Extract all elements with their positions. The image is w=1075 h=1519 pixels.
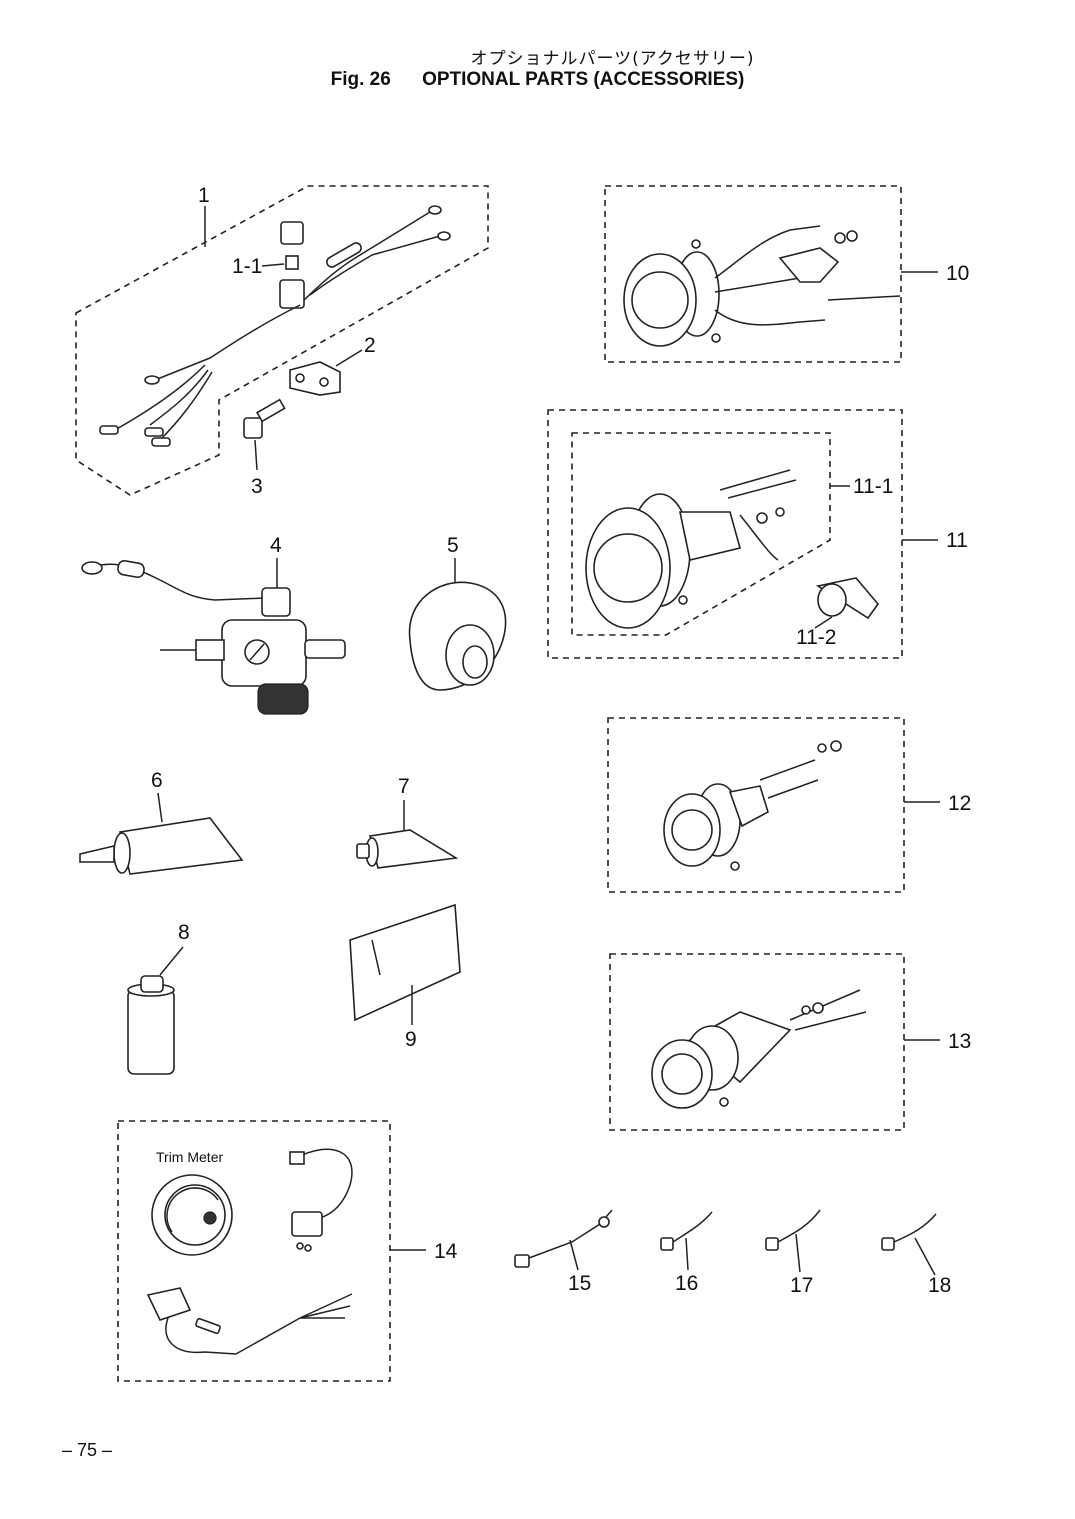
figure-title: OPTIONAL PARTS (ACCESSORIES) bbox=[422, 69, 745, 90]
callout-11-2: 11-2 bbox=[796, 626, 836, 649]
callout-13-label: 13 bbox=[948, 1030, 971, 1053]
callout-15: 15 bbox=[568, 1272, 591, 1295]
part-14-outline bbox=[117, 1120, 391, 1382]
part-13-group: 13 bbox=[609, 953, 971, 1131]
callout-14-label: 14 bbox=[434, 1240, 458, 1263]
page-number: – 75 – bbox=[62, 1440, 113, 1460]
trim-meter-label: Trim Meter bbox=[156, 1149, 223, 1165]
part-12-outline bbox=[607, 717, 905, 893]
title-english-line: Fig. 26 OPTIONAL PARTS (ACCESSORIES) bbox=[0, 69, 1075, 91]
part-4-remote-control: 4 bbox=[81, 534, 346, 715]
callout-7: 7 bbox=[398, 775, 410, 798]
callout-9: 9 bbox=[405, 1028, 417, 1051]
callout-1: 1 bbox=[198, 184, 210, 207]
part-10-outline bbox=[604, 185, 902, 363]
part-16-lead: 16 bbox=[660, 1211, 713, 1295]
part-1-1-fuse bbox=[285, 255, 299, 270]
part-13-outline bbox=[609, 953, 905, 1131]
part-11-group: 11 11-1 11-2 bbox=[547, 409, 968, 659]
callout-2-label: 2 bbox=[364, 334, 376, 357]
part-9-bag: 9 bbox=[349, 903, 461, 1051]
callout-8: 8 bbox=[178, 921, 190, 944]
figure-title-block: オプショナルパーツ(アクセサリー) Fig. 26 OPTIONAL PARTS… bbox=[0, 44, 1075, 91]
callout-6: 6 bbox=[151, 769, 163, 792]
figure-number: Fig. 26 bbox=[330, 69, 391, 90]
callout-11: 11 bbox=[946, 529, 968, 552]
callout-17: 17 bbox=[790, 1274, 813, 1297]
part-5-cover: 5 bbox=[408, 534, 507, 691]
part-3-bolt: 3 bbox=[243, 398, 286, 498]
part-11-2-switch bbox=[817, 583, 847, 617]
part-7-tube: 7 bbox=[356, 775, 459, 869]
part-8-can: 8 bbox=[127, 921, 190, 1075]
callout-3: 3 bbox=[251, 475, 263, 498]
callout-1-1: 1-1 bbox=[232, 255, 262, 278]
part-4-grip bbox=[257, 683, 309, 715]
callout-11-1: 11-1 bbox=[853, 475, 893, 498]
callout-5: 5 bbox=[447, 534, 459, 557]
callout-12-label: 12 bbox=[948, 792, 971, 815]
callout-10: 10 bbox=[946, 262, 969, 285]
part-18-lead: 18 bbox=[881, 1213, 951, 1297]
part-1-outline bbox=[75, 185, 489, 496]
part-14-group: 14 Trim Meter bbox=[117, 1120, 458, 1382]
part-11-1-outline bbox=[571, 432, 831, 636]
part-12-group: 11-1 12 bbox=[607, 717, 971, 893]
part-11-outline bbox=[547, 409, 903, 659]
part-1-group: 1 1-1 bbox=[75, 184, 489, 496]
callout-16: 16 bbox=[675, 1272, 698, 1295]
part-17-lead: 17 bbox=[765, 1209, 821, 1297]
title-japanese: オプショナルパーツ(アクセサリー) bbox=[470, 49, 755, 69]
connector-cap bbox=[280, 221, 304, 245]
part-6-tube: 6 bbox=[79, 769, 244, 875]
callout-18: 18 bbox=[928, 1274, 951, 1297]
part-2-bracket: 1-1 2 bbox=[289, 334, 376, 396]
part-15-lead: 15 bbox=[514, 1209, 613, 1295]
fuse-holder bbox=[279, 279, 305, 309]
callout-4: 4 bbox=[270, 534, 282, 557]
part-10-group: 10 bbox=[604, 185, 969, 363]
